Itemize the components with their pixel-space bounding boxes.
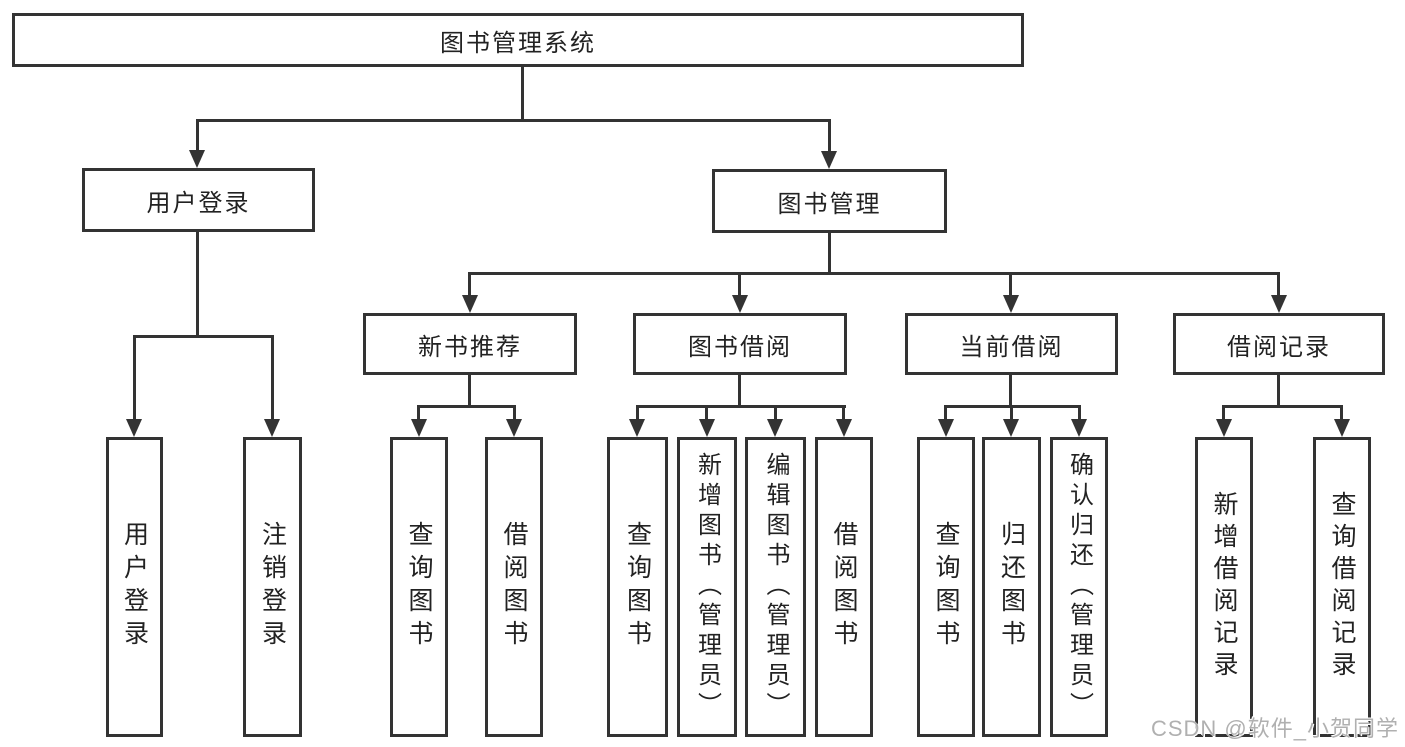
connector-user-group-down <box>196 232 199 338</box>
connector-user-login-stem <box>196 119 199 152</box>
connector-level3-hline <box>468 272 1280 275</box>
leaf-add-borrow-record: 新增借阅记录 <box>1195 437 1253 737</box>
node-book-borrowing: 图书借阅 <box>633 313 847 375</box>
arrowhead-add-record <box>1216 419 1232 437</box>
leaf-return-book: 归还图书 <box>982 437 1041 737</box>
arrowhead-edit-book <box>767 419 783 437</box>
leaf-query-book-recommend: 查询图书 <box>390 437 448 737</box>
connector-book-borrowing-hline <box>636 405 846 408</box>
arrowhead-query-c <box>938 419 954 437</box>
arrowhead-book-borrowing <box>732 295 748 313</box>
leaf-user-login-label: 用户登录 <box>120 521 149 653</box>
connector-book-borrowing-stem <box>738 272 741 297</box>
arrowhead-confirm-return <box>1071 419 1087 437</box>
leaf-query-book-borrowing: 查询图书 <box>607 437 668 737</box>
connector-current-borrowing-stem <box>1009 272 1012 297</box>
connector-query-b-stem <box>636 405 639 422</box>
connector-query-a-stem <box>417 405 420 422</box>
connector-query-record-stem <box>1340 405 1343 422</box>
leaf-borrow-book-recommend-label: 借阅图书 <box>500 521 528 653</box>
connector-leaf-user-login-stem <box>133 335 136 423</box>
node-user-login-group: 用户登录 <box>82 168 315 232</box>
leaf-add-book-admin: 新增图书（管理员） <box>677 437 737 737</box>
leaf-add-borrow-record-label: 新增借阅记录 <box>1210 491 1238 683</box>
leaf-logout-label: 注销登录 <box>258 521 287 653</box>
leaf-confirm-return-admin-label: 确认归还（管理员） <box>1065 452 1093 722</box>
node-borrowing-records: 借阅记录 <box>1173 313 1385 375</box>
node-book-management-label: 图书管理 <box>777 190 882 218</box>
node-new-book-recommend: 新书推荐 <box>363 313 577 375</box>
arrowhead-borrow-b <box>836 419 852 437</box>
node-book-management: 图书管理 <box>712 169 947 233</box>
watermark: CSDN @软件_小贺同学 <box>1150 716 1399 741</box>
connector-query-c-stem <box>944 405 947 422</box>
node-borrowing-records-label: 借阅记录 <box>1227 333 1331 361</box>
connector-borrow-a-stem <box>513 405 516 422</box>
connector-leaf-logout-stem <box>271 335 274 423</box>
leaf-edit-book-admin: 编辑图书（管理员） <box>745 437 806 737</box>
leaf-borrow-book-borrowing: 借阅图书 <box>815 437 873 737</box>
arrowhead-query-b <box>629 419 645 437</box>
connector-add-record-stem <box>1222 405 1225 422</box>
arrowhead-add-book <box>699 419 715 437</box>
arrowhead-current-borrowing <box>1003 295 1019 313</box>
leaf-user-login: 用户登录 <box>106 437 163 737</box>
connector-user-group-hline <box>133 335 274 338</box>
connector-borrow-b-stem <box>842 405 845 422</box>
leaf-borrow-book-borrowing-label: 借阅图书 <box>830 521 858 653</box>
node-new-book-recommend-label: 新书推荐 <box>418 333 522 361</box>
connector-add-book-stem <box>705 405 708 422</box>
leaf-confirm-return-admin: 确认归还（管理员） <box>1050 437 1108 737</box>
connector-edit-book-stem <box>774 405 777 422</box>
leaf-return-book-label: 归还图书 <box>997 521 1026 653</box>
connector-level2-hline <box>196 119 831 122</box>
leaf-edit-book-admin-label: 编辑图书（管理员） <box>762 452 789 722</box>
leaf-logout: 注销登录 <box>243 437 302 737</box>
leaf-query-borrow-record-label: 查询借阅记录 <box>1328 491 1356 683</box>
node-root-label: 图书管理系统 <box>440 29 596 57</box>
connector-new-book-hline <box>417 405 516 408</box>
arrowhead-return-book <box>1003 419 1019 437</box>
connector-records-down <box>1277 375 1280 408</box>
arrowhead-leaf-logout <box>264 419 280 437</box>
node-current-borrowing: 当前借阅 <box>905 313 1118 375</box>
leaf-borrow-book-recommend: 借阅图书 <box>485 437 543 737</box>
leaf-add-book-admin-label: 新增图书（管理员） <box>693 452 721 722</box>
arrowhead-new-book <box>462 295 478 313</box>
connector-borrowing-records-stem <box>1277 272 1280 297</box>
arrowhead-query-a <box>411 419 427 437</box>
connector-book-mgmt-down <box>828 233 831 275</box>
connector-return-book-stem <box>1010 405 1013 422</box>
arrowhead-query-record <box>1334 419 1350 437</box>
connector-new-book-stem <box>468 272 471 297</box>
connector-records-hline <box>1222 405 1343 408</box>
connector-book-borrowing-down <box>738 375 741 408</box>
node-current-borrowing-label: 当前借阅 <box>959 333 1064 361</box>
leaf-query-book-current: 查询图书 <box>917 437 975 737</box>
arrowhead-leaf-user-login <box>126 419 142 437</box>
arrowhead-borrow-a <box>506 419 522 437</box>
arrowhead-borrowing-records <box>1271 295 1287 313</box>
connector-book-mgmt-stem <box>828 119 831 152</box>
arrowhead-user-login <box>189 150 205 168</box>
connector-confirm-return-stem <box>1078 405 1081 422</box>
node-root: 图书管理系统 <box>12 13 1024 67</box>
connector-root-stem <box>521 67 524 122</box>
leaf-query-borrow-record: 查询借阅记录 <box>1313 437 1371 737</box>
arrowhead-book-mgmt <box>821 151 837 169</box>
leaf-query-book-current-label: 查询图书 <box>932 521 960 653</box>
node-user-login-group-label: 用户登录 <box>146 189 251 217</box>
connector-current-down <box>1009 375 1012 408</box>
leaf-query-book-borrowing-label: 查询图书 <box>623 521 652 653</box>
node-book-borrowing-label: 图书借阅 <box>688 333 792 361</box>
leaf-query-book-recommend-label: 查询图书 <box>405 521 433 653</box>
connector-new-book-down <box>468 375 471 408</box>
